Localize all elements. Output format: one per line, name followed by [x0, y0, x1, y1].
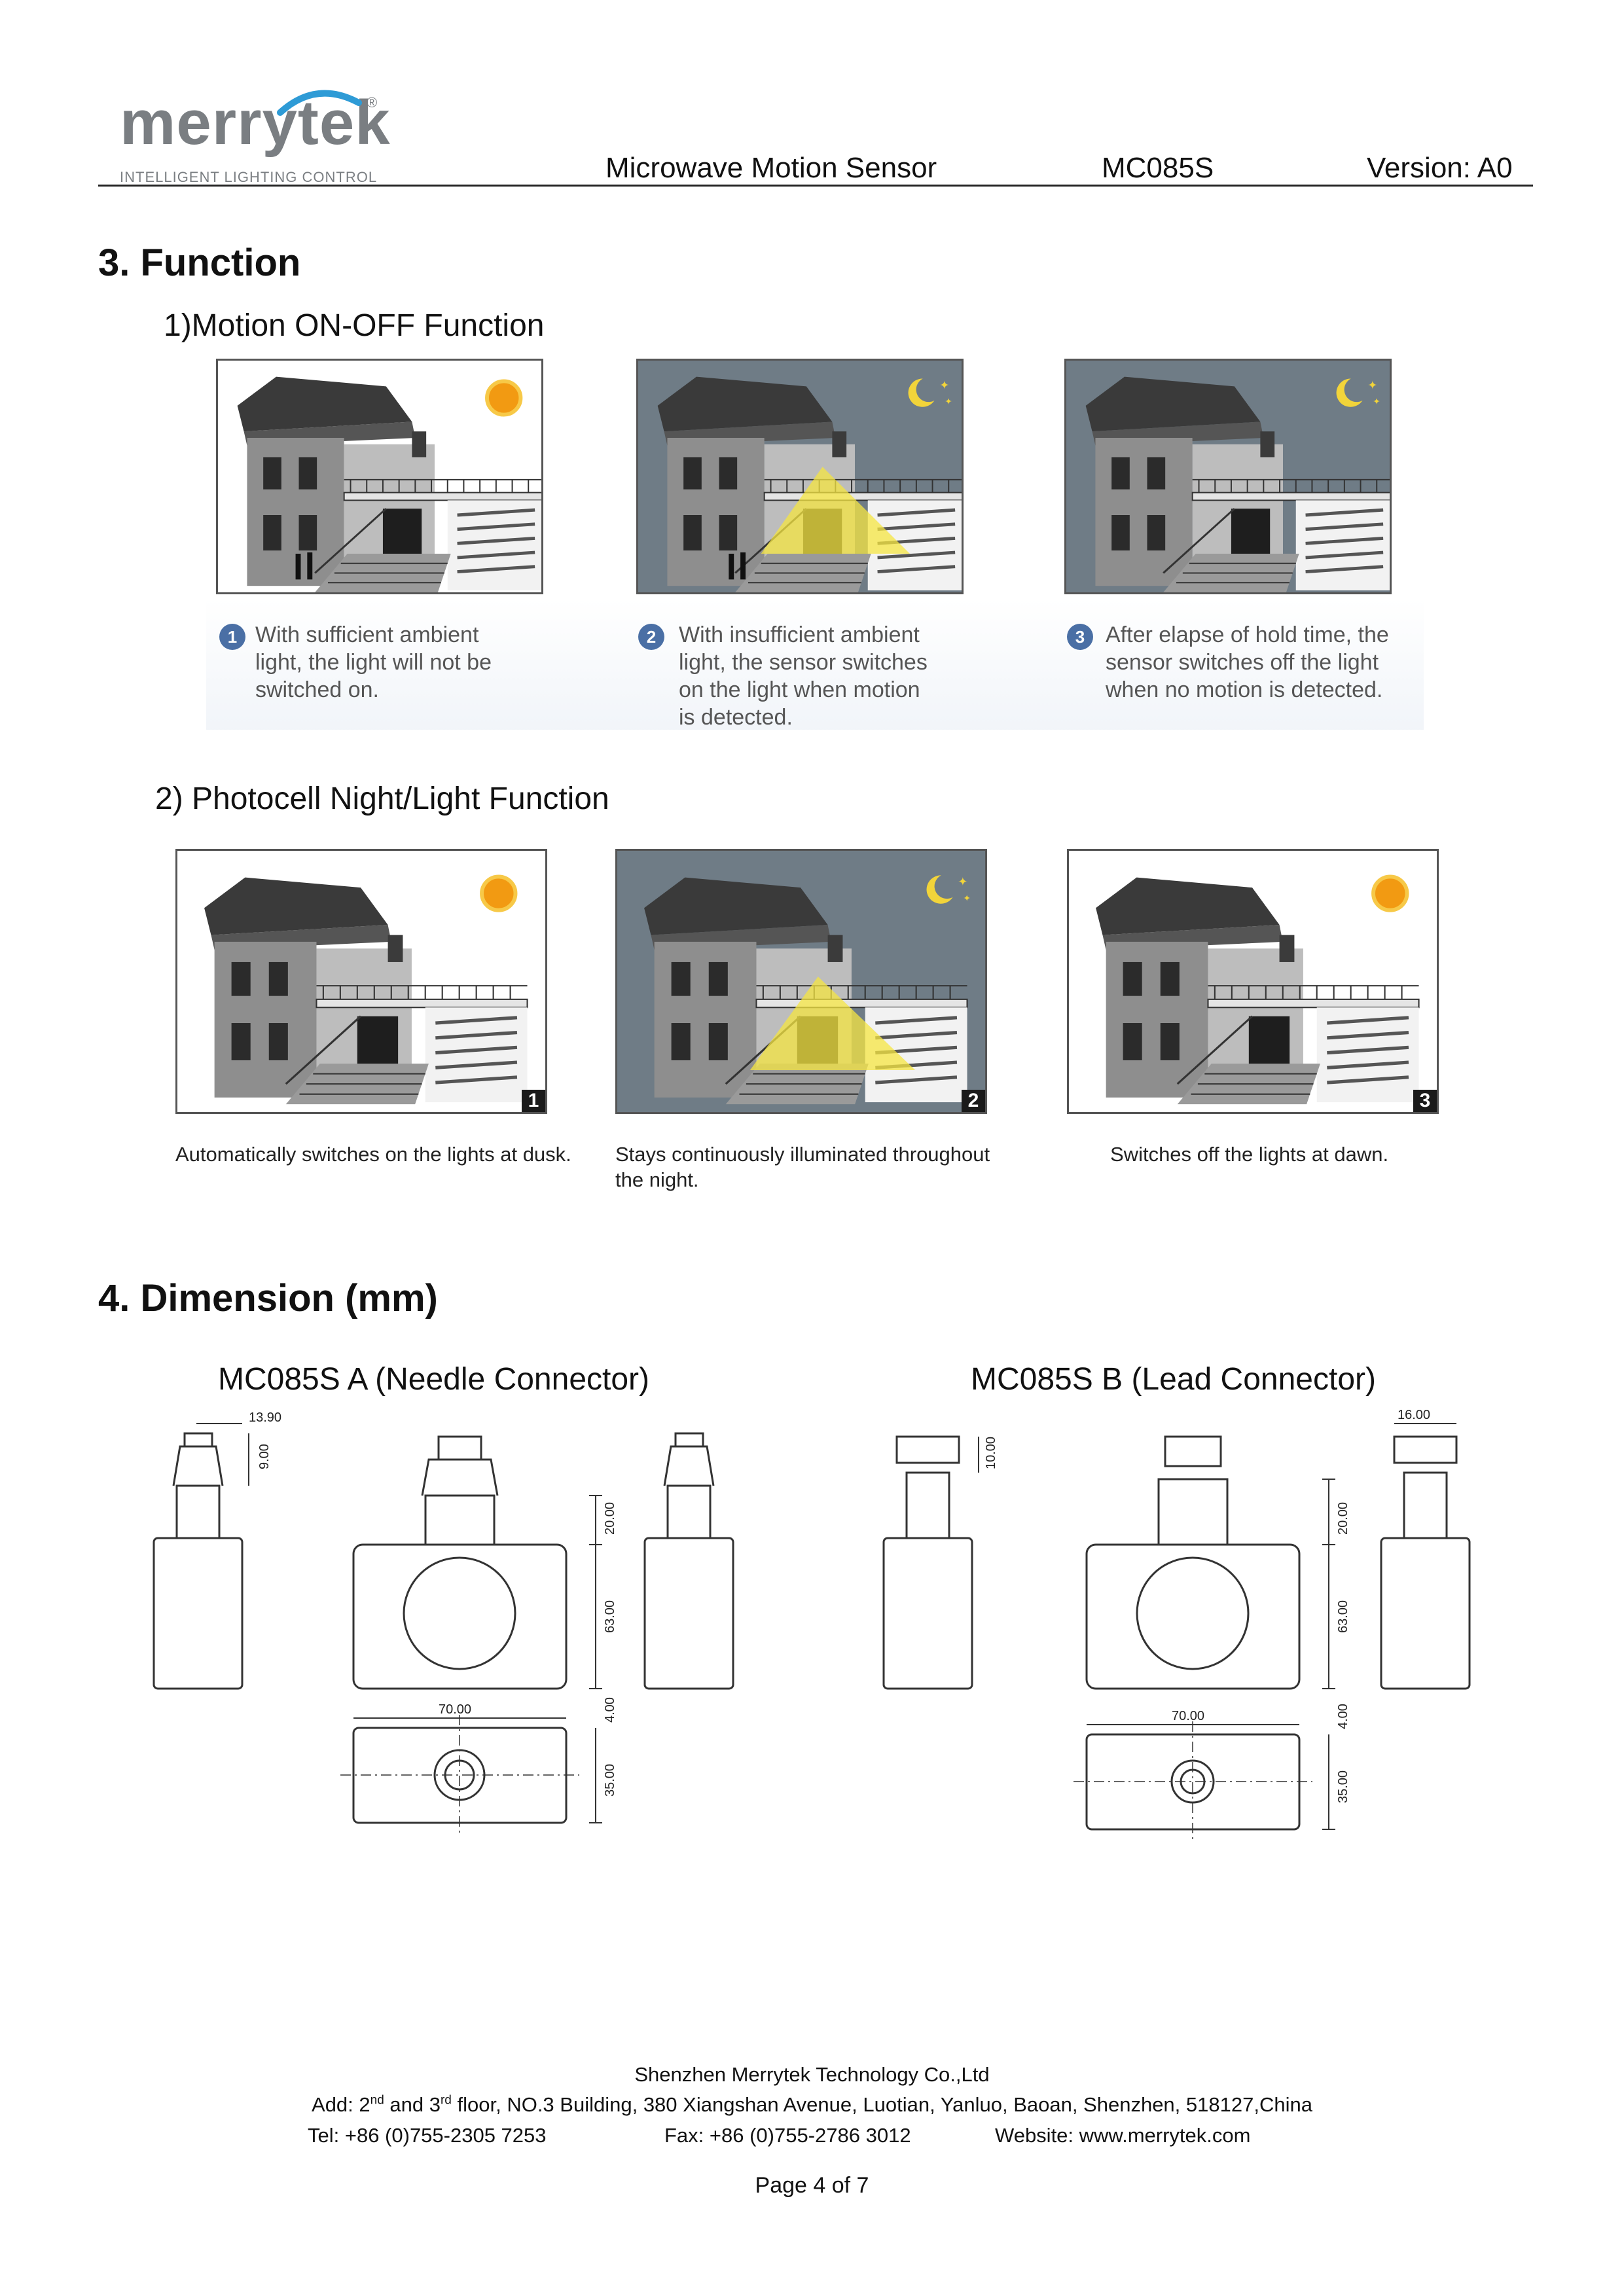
logo-wordmark: merrytek — [120, 88, 391, 158]
footer-tel: Tel: +86 (0)755-2305 7253 — [308, 2124, 547, 2147]
motion-step-3-image — [1064, 359, 1392, 594]
dimension-drawings: 13.90 9.00 20.00 63.00 70.00 4.00 35.00 … — [153, 1408, 1471, 1842]
photocell-step-3-image: 3 — [1067, 849, 1439, 1114]
header-rule — [98, 185, 1533, 187]
dim-b-connector-height: 10.00 — [984, 1437, 998, 1469]
photocell-step-1-number: 1 — [522, 1090, 545, 1112]
caption-backdrop — [206, 599, 1424, 730]
dim-b-top-height: 20.00 — [1336, 1502, 1350, 1535]
motion-step-2-image — [636, 359, 964, 594]
header-version: Version: A0 — [1367, 152, 1513, 184]
dim-a-base-offset: 4.00 — [603, 1697, 617, 1723]
photocell-step-1-image: 1 — [175, 849, 547, 1114]
dim-a-connector-height: 9.00 — [257, 1444, 272, 1469]
variant-b-title: MC085S B (Lead Connector) — [971, 1362, 1376, 1397]
motion-step-3-caption: After elapse of hold time, the sensor sw… — [1106, 622, 1389, 702]
dim-a-width: 70.00 — [439, 1702, 471, 1717]
footer-address: Add: 2nd and 3rd floor, NO.3 Building, 3… — [312, 2093, 1312, 2116]
header-model: MC085S — [1102, 152, 1214, 184]
footer-website: Website: www.merrytek.com — [995, 2124, 1251, 2147]
step-number-badge: 3 — [1067, 624, 1093, 650]
header-product: Microwave Motion Sensor — [605, 152, 937, 184]
dim-b-depth: 35.00 — [1336, 1770, 1350, 1803]
photocell-step-3-number: 3 — [1413, 1090, 1437, 1112]
dim-a-top-height: 20.00 — [603, 1502, 617, 1535]
dim-b-connector-width: 16.00 — [1398, 1408, 1430, 1422]
dim-a-connector-width: 13.90 — [249, 1410, 281, 1425]
motion-step-2-caption: With insufficient ambient light, the sen… — [679, 622, 928, 730]
photocell-step-2-number: 2 — [962, 1090, 985, 1112]
photocell-step-2-image: 2 — [615, 849, 987, 1114]
photocell-step-2-caption: Stays continuously illuminated throughou… — [615, 1143, 990, 1191]
section-4-title: 4. Dimension (mm) — [98, 1277, 438, 1319]
photocell-step-1-caption: Automatically switches on the lights at … — [175, 1143, 571, 1166]
dim-b-width: 70.00 — [1172, 1709, 1204, 1723]
dim-b-body-height: 63.00 — [1336, 1600, 1350, 1633]
motion-function-title: 1)Motion ON-OFF Function — [164, 308, 545, 343]
logo-swoosh-icon — [277, 90, 362, 116]
dim-a-body-height: 63.00 — [603, 1600, 617, 1633]
section-3-title: 3. Function — [98, 242, 301, 284]
motion-step-1-caption: With sufficient ambient light, the light… — [255, 622, 492, 702]
motion-step-1-image — [216, 359, 543, 594]
footer-company: Shenzhen Merrytek Technology Co.,Ltd — [634, 2063, 990, 2086]
dim-b-base-offset: 4.00 — [1336, 1704, 1350, 1729]
merrytek-logo: merrytek ® INTELLIGENT LIGHTING CONTROL — [115, 88, 396, 185]
variant-a-title: MC085S A (Needle Connector) — [218, 1362, 650, 1397]
step-number-badge: 1 — [219, 624, 245, 650]
page-number: Page 4 of 7 — [755, 2173, 869, 2198]
dim-a-depth: 35.00 — [603, 1764, 617, 1797]
footer-fax: Fax: +86 (0)755-2786 3012 — [664, 2124, 911, 2147]
logo-tagline: INTELLIGENT LIGHTING CONTROL — [120, 169, 378, 185]
step-number-badge: 2 — [638, 624, 664, 650]
photocell-function-title: 2) Photocell Night/Light Function — [155, 781, 609, 816]
photocell-step-3-caption: Switches off the lights at dawn. — [1110, 1143, 1389, 1166]
logo-registered-mark: ® — [367, 94, 378, 111]
